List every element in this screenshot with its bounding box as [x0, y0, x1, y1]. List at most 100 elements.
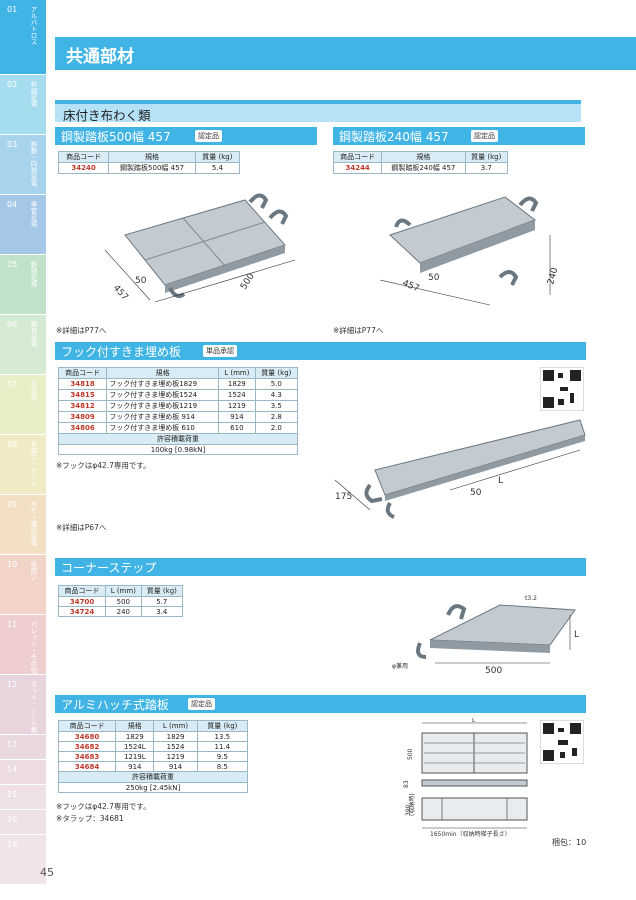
chapter-tab-04[interactable]: 04 単管足場: [0, 195, 46, 255]
chapter-tab-label: 鉄骨足場: [29, 321, 37, 347]
chapter-tab-08[interactable]: 08 支保工・ビーム: [0, 435, 46, 495]
dim-label: 240: [546, 266, 560, 285]
chapter-tab-label: 単管足場: [29, 201, 37, 227]
chapter-tab-14[interactable]: 14: [0, 760, 46, 785]
chapter-tab-number: 09: [7, 500, 18, 509]
chapter-tab-label: 移動・内装足場: [29, 141, 37, 187]
section-title: アルミハッチ式踏板: [61, 698, 169, 712]
approval-badge: 単品承認: [203, 345, 237, 357]
dim-label: φ兼用: [392, 662, 408, 670]
dim-label: 83: [403, 780, 410, 788]
chapter-tab-label: パレット・その他機材: [29, 621, 37, 686]
corner-step-drawing: t3.2 L 500 φ兼用: [392, 595, 579, 676]
section-title: フック付すきま埋め板: [61, 345, 182, 359]
chapter-tab-16[interactable]: 16: [0, 810, 46, 835]
note: ※詳細はP67へ: [56, 523, 107, 532]
dim-label: 500: [239, 271, 257, 291]
chapter-tab-06[interactable]: 06 鉄骨足場: [0, 315, 46, 375]
chapter-tab-label: 吊り・橋梁足場: [29, 501, 37, 547]
dim-label: 500: [485, 666, 502, 676]
chapter-tab-02[interactable]: 02 枠組足場: [0, 75, 46, 135]
dim-label: 1650min（収納時梯子長さ）: [430, 830, 511, 838]
note: ※詳細はP77へ: [56, 326, 107, 335]
dim-label: (収納時): [408, 793, 416, 816]
chapter-tab-number: 16: [7, 815, 18, 824]
chapter-tab-number: 13: [7, 740, 18, 749]
chapter-tab-07[interactable]: 07 吊足場: [0, 375, 46, 435]
chapter-tab-number: 18: [7, 840, 18, 849]
dim-label: 50: [428, 273, 440, 283]
dim-label: L: [472, 718, 476, 724]
note: ※タラップ：34681: [56, 814, 124, 823]
dim-label: 457: [401, 279, 421, 295]
dim-label: 50: [135, 276, 147, 286]
chapter-tab-number: 03: [7, 140, 18, 149]
chapter-tab-number: 12: [7, 680, 18, 689]
load-value: 100kg [0.98kN]: [58, 444, 298, 455]
section-bar-plank500: 鋼製踏板500幅 457 認定品: [55, 127, 317, 145]
dim-label: L: [574, 630, 579, 640]
certified-badge: 認定品: [471, 130, 498, 142]
chapter-tab-number: 10: [7, 560, 18, 569]
dim-label: 500: [407, 748, 414, 760]
chapter-tab-number: 08: [7, 440, 18, 449]
section-bar-plank240: 鋼製踏板240幅 457 認定品: [333, 127, 585, 145]
dim-label: L: [498, 476, 503, 486]
chapter-tab-number: 04: [7, 200, 18, 209]
chapter-tab-label: アルバトロス: [29, 6, 37, 45]
plank240-drawing: 50 457 240: [379, 196, 560, 306]
chapter-tab-number: 14: [7, 765, 18, 774]
page-title: 共通部材: [66, 47, 134, 67]
chapter-tab-13[interactable]: 13: [0, 735, 46, 760]
qr-code-icon: [540, 367, 584, 411]
plank500-drawing: 457 50 500: [104, 193, 296, 303]
chapter-tab-label: 支保工・ビーム: [29, 441, 37, 487]
chapter-tab-number: 05: [7, 260, 18, 269]
chapter-tab-label: 仮囲い: [29, 561, 37, 581]
chapter-tab-10[interactable]: 10 仮囲い: [0, 555, 46, 615]
chapter-tab-label: 枠組足場: [29, 81, 37, 107]
chapter-tab-09[interactable]: 09 吊り・橋梁足場: [0, 495, 46, 555]
chapter-tab-label: 吊足場: [29, 381, 37, 401]
chapter-tab-15[interactable]: 15: [0, 785, 46, 810]
section-bar-hook: フック付すきま埋め板 単品承認: [55, 342, 586, 360]
dim-label: 457: [111, 283, 130, 302]
load-label: 許容積載荷重: [58, 433, 298, 445]
hatch-drawing: L 500 83 390 (収納時) 1650min（収納時梯子長さ）: [403, 718, 528, 838]
certified-badge: 認定品: [195, 130, 222, 142]
note: ※詳細はP77へ: [333, 326, 384, 335]
qr-code-icon: [540, 720, 584, 764]
chapter-tab-18[interactable]: 18: [0, 835, 46, 885]
dim-label: 50: [470, 488, 482, 498]
chapter-tab-number: 07: [7, 380, 18, 389]
chapter-tab-number: 15: [7, 790, 18, 799]
category-title: 床付き布わく類: [63, 108, 151, 123]
chapter-tab-03[interactable]: 03 移動・内装足場: [0, 135, 46, 195]
chapter-tab-number: 02: [7, 80, 18, 89]
dim-label: t3.2: [525, 595, 537, 602]
load-label: 許容積載荷重: [58, 771, 248, 783]
packing-note: 梱包：10: [552, 838, 587, 847]
section-bar-hatch: アルミハッチ式踏板 認定品: [55, 695, 586, 713]
chapter-tab-number: 06: [7, 320, 18, 329]
